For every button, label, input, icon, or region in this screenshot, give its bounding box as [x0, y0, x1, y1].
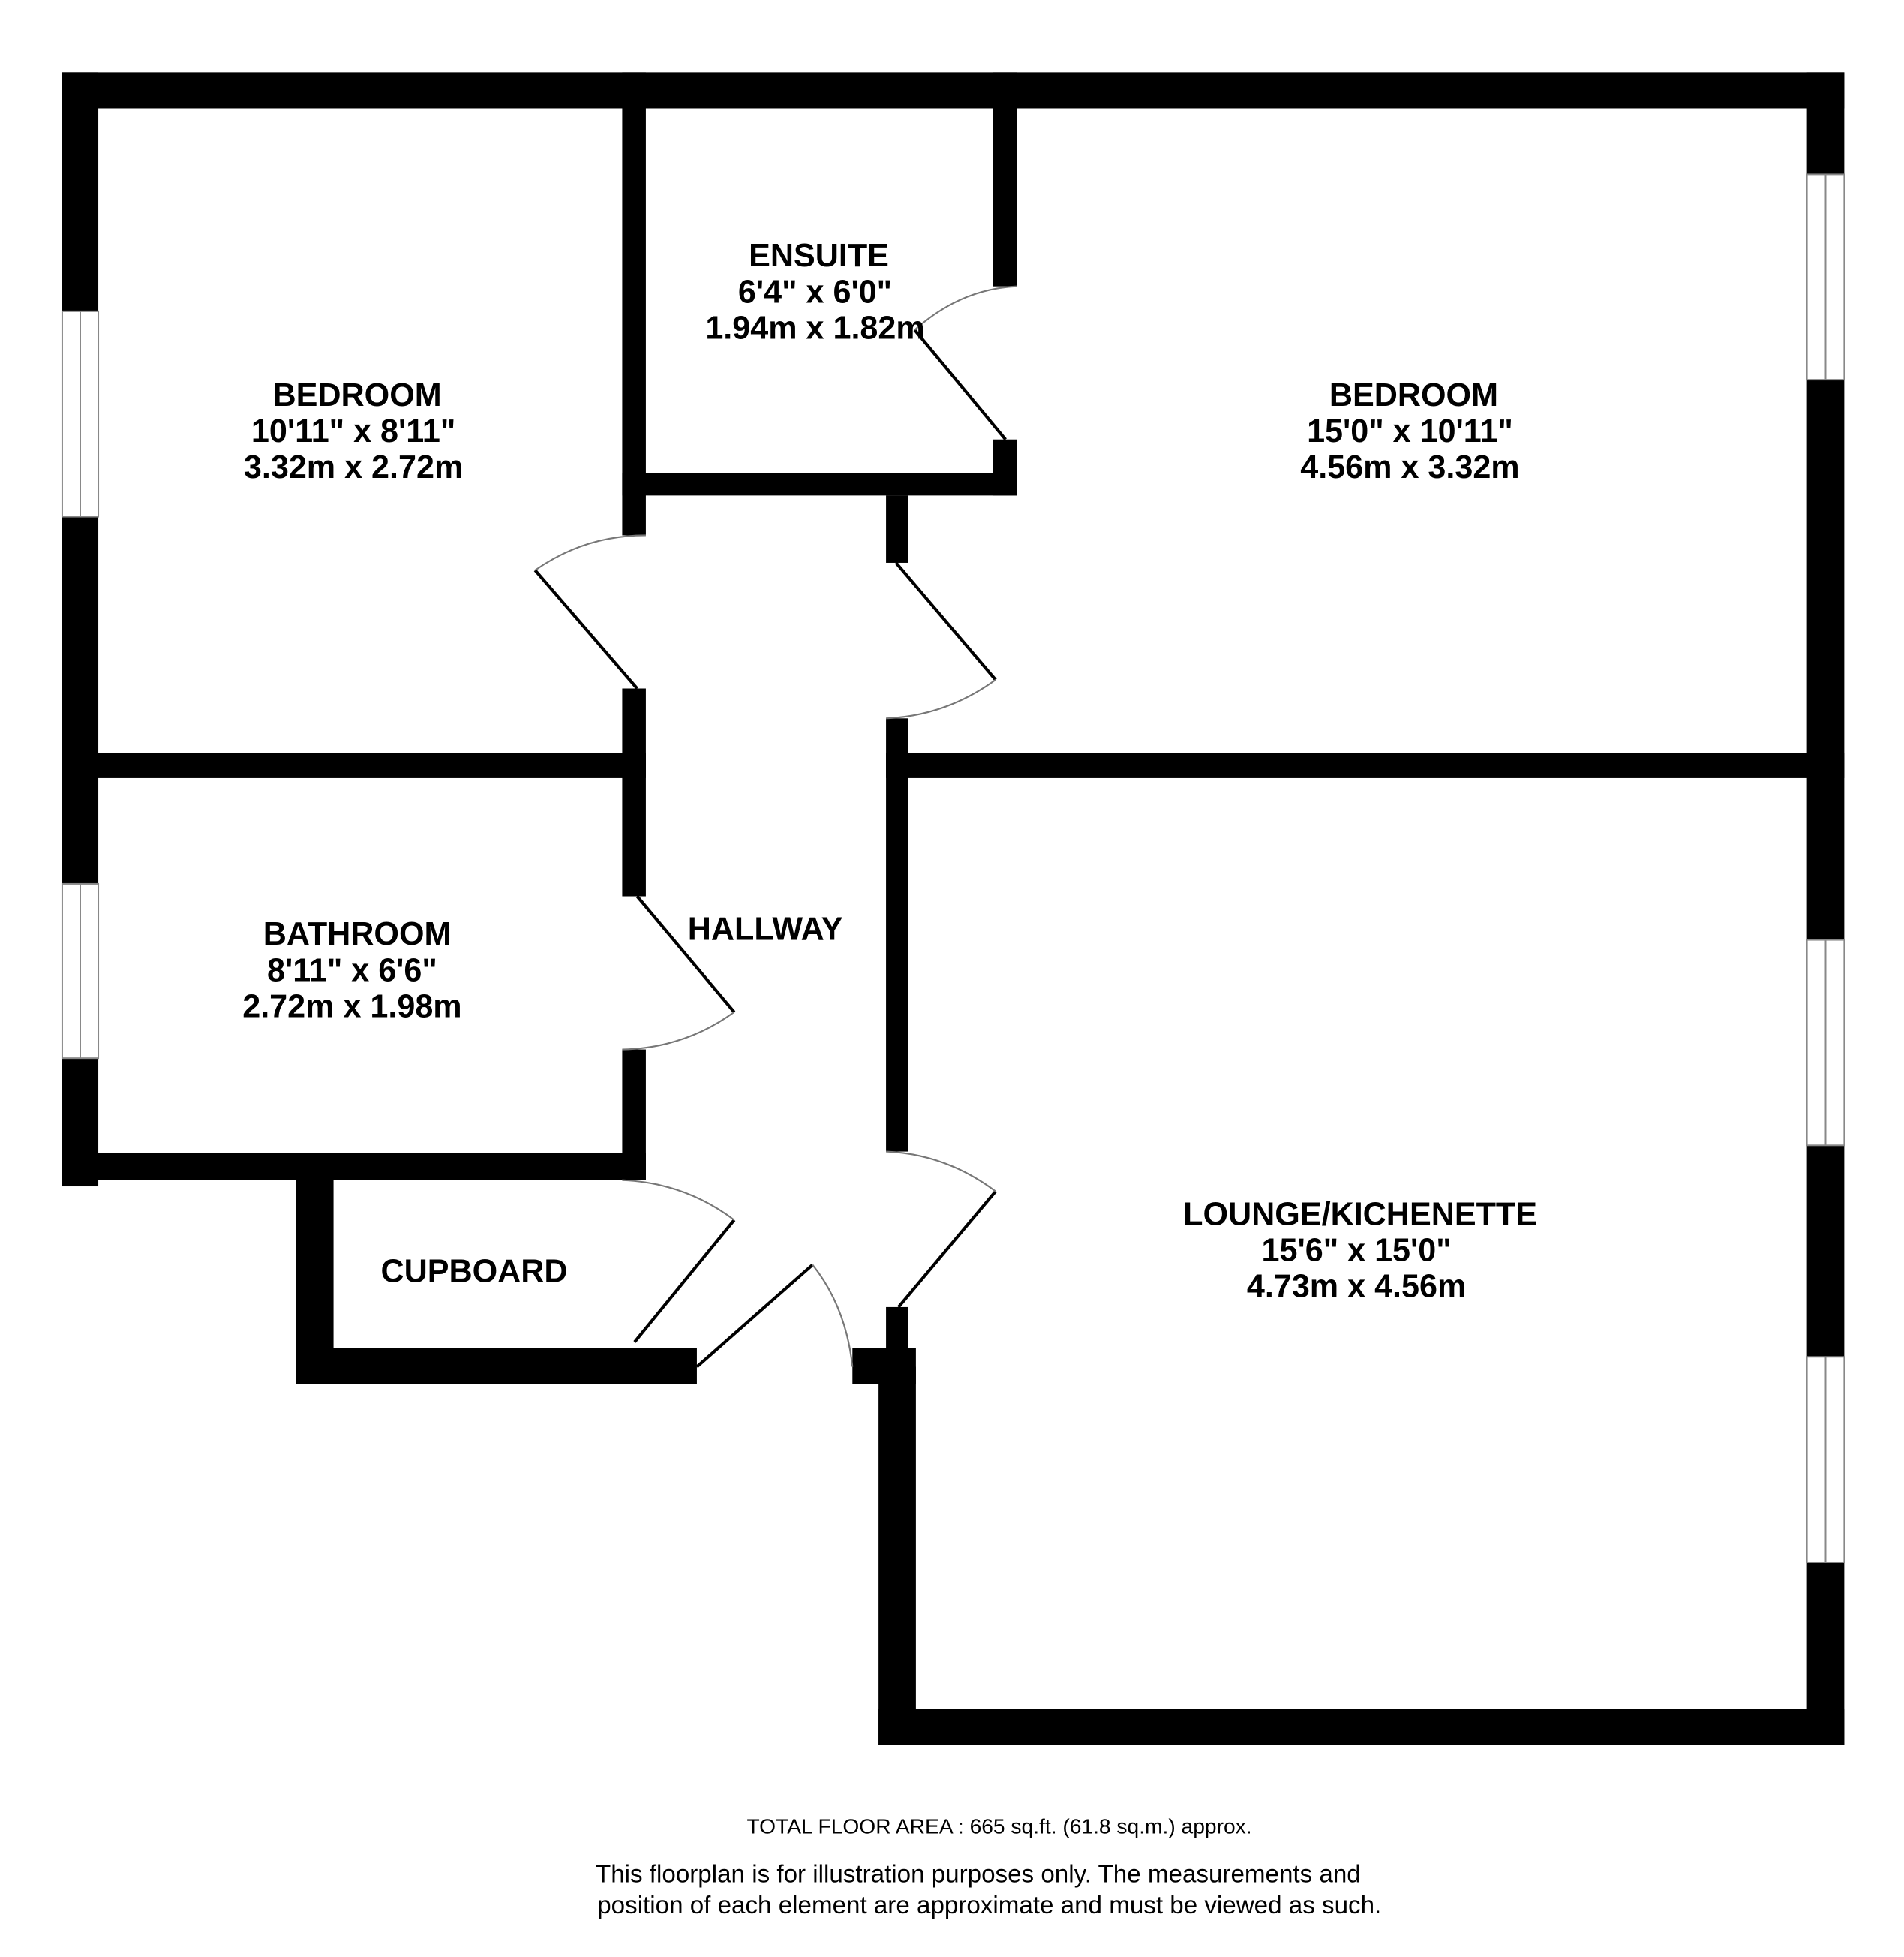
room-name: BEDROOM — [273, 377, 442, 413]
room-hallway: HALLWAY — [688, 912, 843, 948]
window — [61, 882, 100, 1060]
room-bedroom2: BEDROOM 15'0" x 10'11" 4.56m x 3.32m — [1300, 377, 1519, 485]
cupboard-left-wall — [296, 1153, 334, 1384]
room-ensuite: ENSUITE 6'4" x 6'0" 1.94m x 1.82m — [705, 238, 924, 346]
bathroom-door — [622, 895, 736, 1051]
hall-right-wall — [886, 718, 908, 1152]
bedroom2-door — [886, 561, 997, 720]
lounge-left-wall — [878, 1366, 916, 1745]
bedroom1-door — [533, 534, 646, 690]
bedroom-lounge-wall — [886, 753, 1845, 778]
bathroom-bottom-wall — [62, 1153, 646, 1180]
hall-right-stub — [886, 495, 908, 563]
room-name: ENSUITE — [749, 238, 889, 274]
entrance-stub — [852, 1348, 916, 1384]
bedroom-ensuite-partition — [622, 72, 646, 536]
lounge-door — [886, 1150, 997, 1309]
doors — [533, 285, 1017, 1369]
room-dimensions-metric: 4.73m x 4.56m — [1247, 1269, 1466, 1305]
room-bathroom: BATHROOM 8'11" x 6'6" 2.72m x 1.98m — [242, 916, 461, 1024]
walls — [62, 72, 1845, 1745]
entrance-door — [695, 1263, 854, 1369]
room-dimensions-metric: 4.56m x 3.32m — [1300, 449, 1519, 485]
bedroom-bathroom-wall — [62, 753, 646, 778]
bedroom-hall-partition — [622, 688, 646, 897]
room-cupboard: CUPBOARD — [380, 1254, 567, 1290]
ensuite-bottom-wall — [622, 473, 1017, 496]
cupboard-bottom-wall — [296, 1348, 697, 1384]
ensuite-door — [913, 285, 1017, 441]
room-bedroom1: BEDROOM 10'11" x 8'11" 3.32m x 2.72m — [244, 377, 463, 485]
total-floor-area: TOTAL FLOOR AREA : 665 sq.ft. (61.8 sq.m… — [746, 1814, 1251, 1838]
window — [1806, 939, 1845, 1147]
window — [1806, 173, 1845, 381]
windows — [61, 173, 1845, 1563]
window — [61, 310, 100, 518]
window — [1806, 1356, 1845, 1563]
room-name: BEDROOM — [1329, 377, 1498, 413]
ensuite-right-wall-bottom — [993, 439, 1017, 496]
room-dimensions-imperial: 10'11" x 8'11" — [251, 413, 455, 449]
lounge-bottom-wall — [878, 1709, 1845, 1745]
disclaimer-line-2: position of each element are approximate… — [597, 1892, 1381, 1919]
room-name: LOUNGE/KICHENETTE — [1183, 1196, 1537, 1232]
disclaimer-line-1: This floorplan is for illustration purpo… — [596, 1860, 1361, 1888]
room-dimensions-imperial: 15'6" x 15'0" — [1262, 1233, 1452, 1269]
room-lounge: LOUNGE/KICHENETTE 15'6" x 15'0" 4.73m x … — [1183, 1196, 1537, 1304]
room-dimensions-metric: 2.72m x 1.98m — [242, 988, 461, 1024]
room-dimensions-metric: 1.94m x 1.82m — [705, 310, 924, 346]
room-dimensions-metric: 3.32m x 2.72m — [244, 449, 463, 485]
room-dimensions-imperial: 8'11" x 6'6" — [267, 952, 437, 988]
room-dimensions-imperial: 6'4" x 6'0" — [738, 274, 892, 310]
room-dimensions-imperial: 15'0" x 10'11" — [1307, 413, 1513, 449]
top-wall — [62, 72, 1845, 109]
ensuite-right-wall-top — [993, 72, 1017, 287]
room-name: BATHROOM — [263, 916, 452, 952]
cupboard-door — [622, 1179, 736, 1343]
